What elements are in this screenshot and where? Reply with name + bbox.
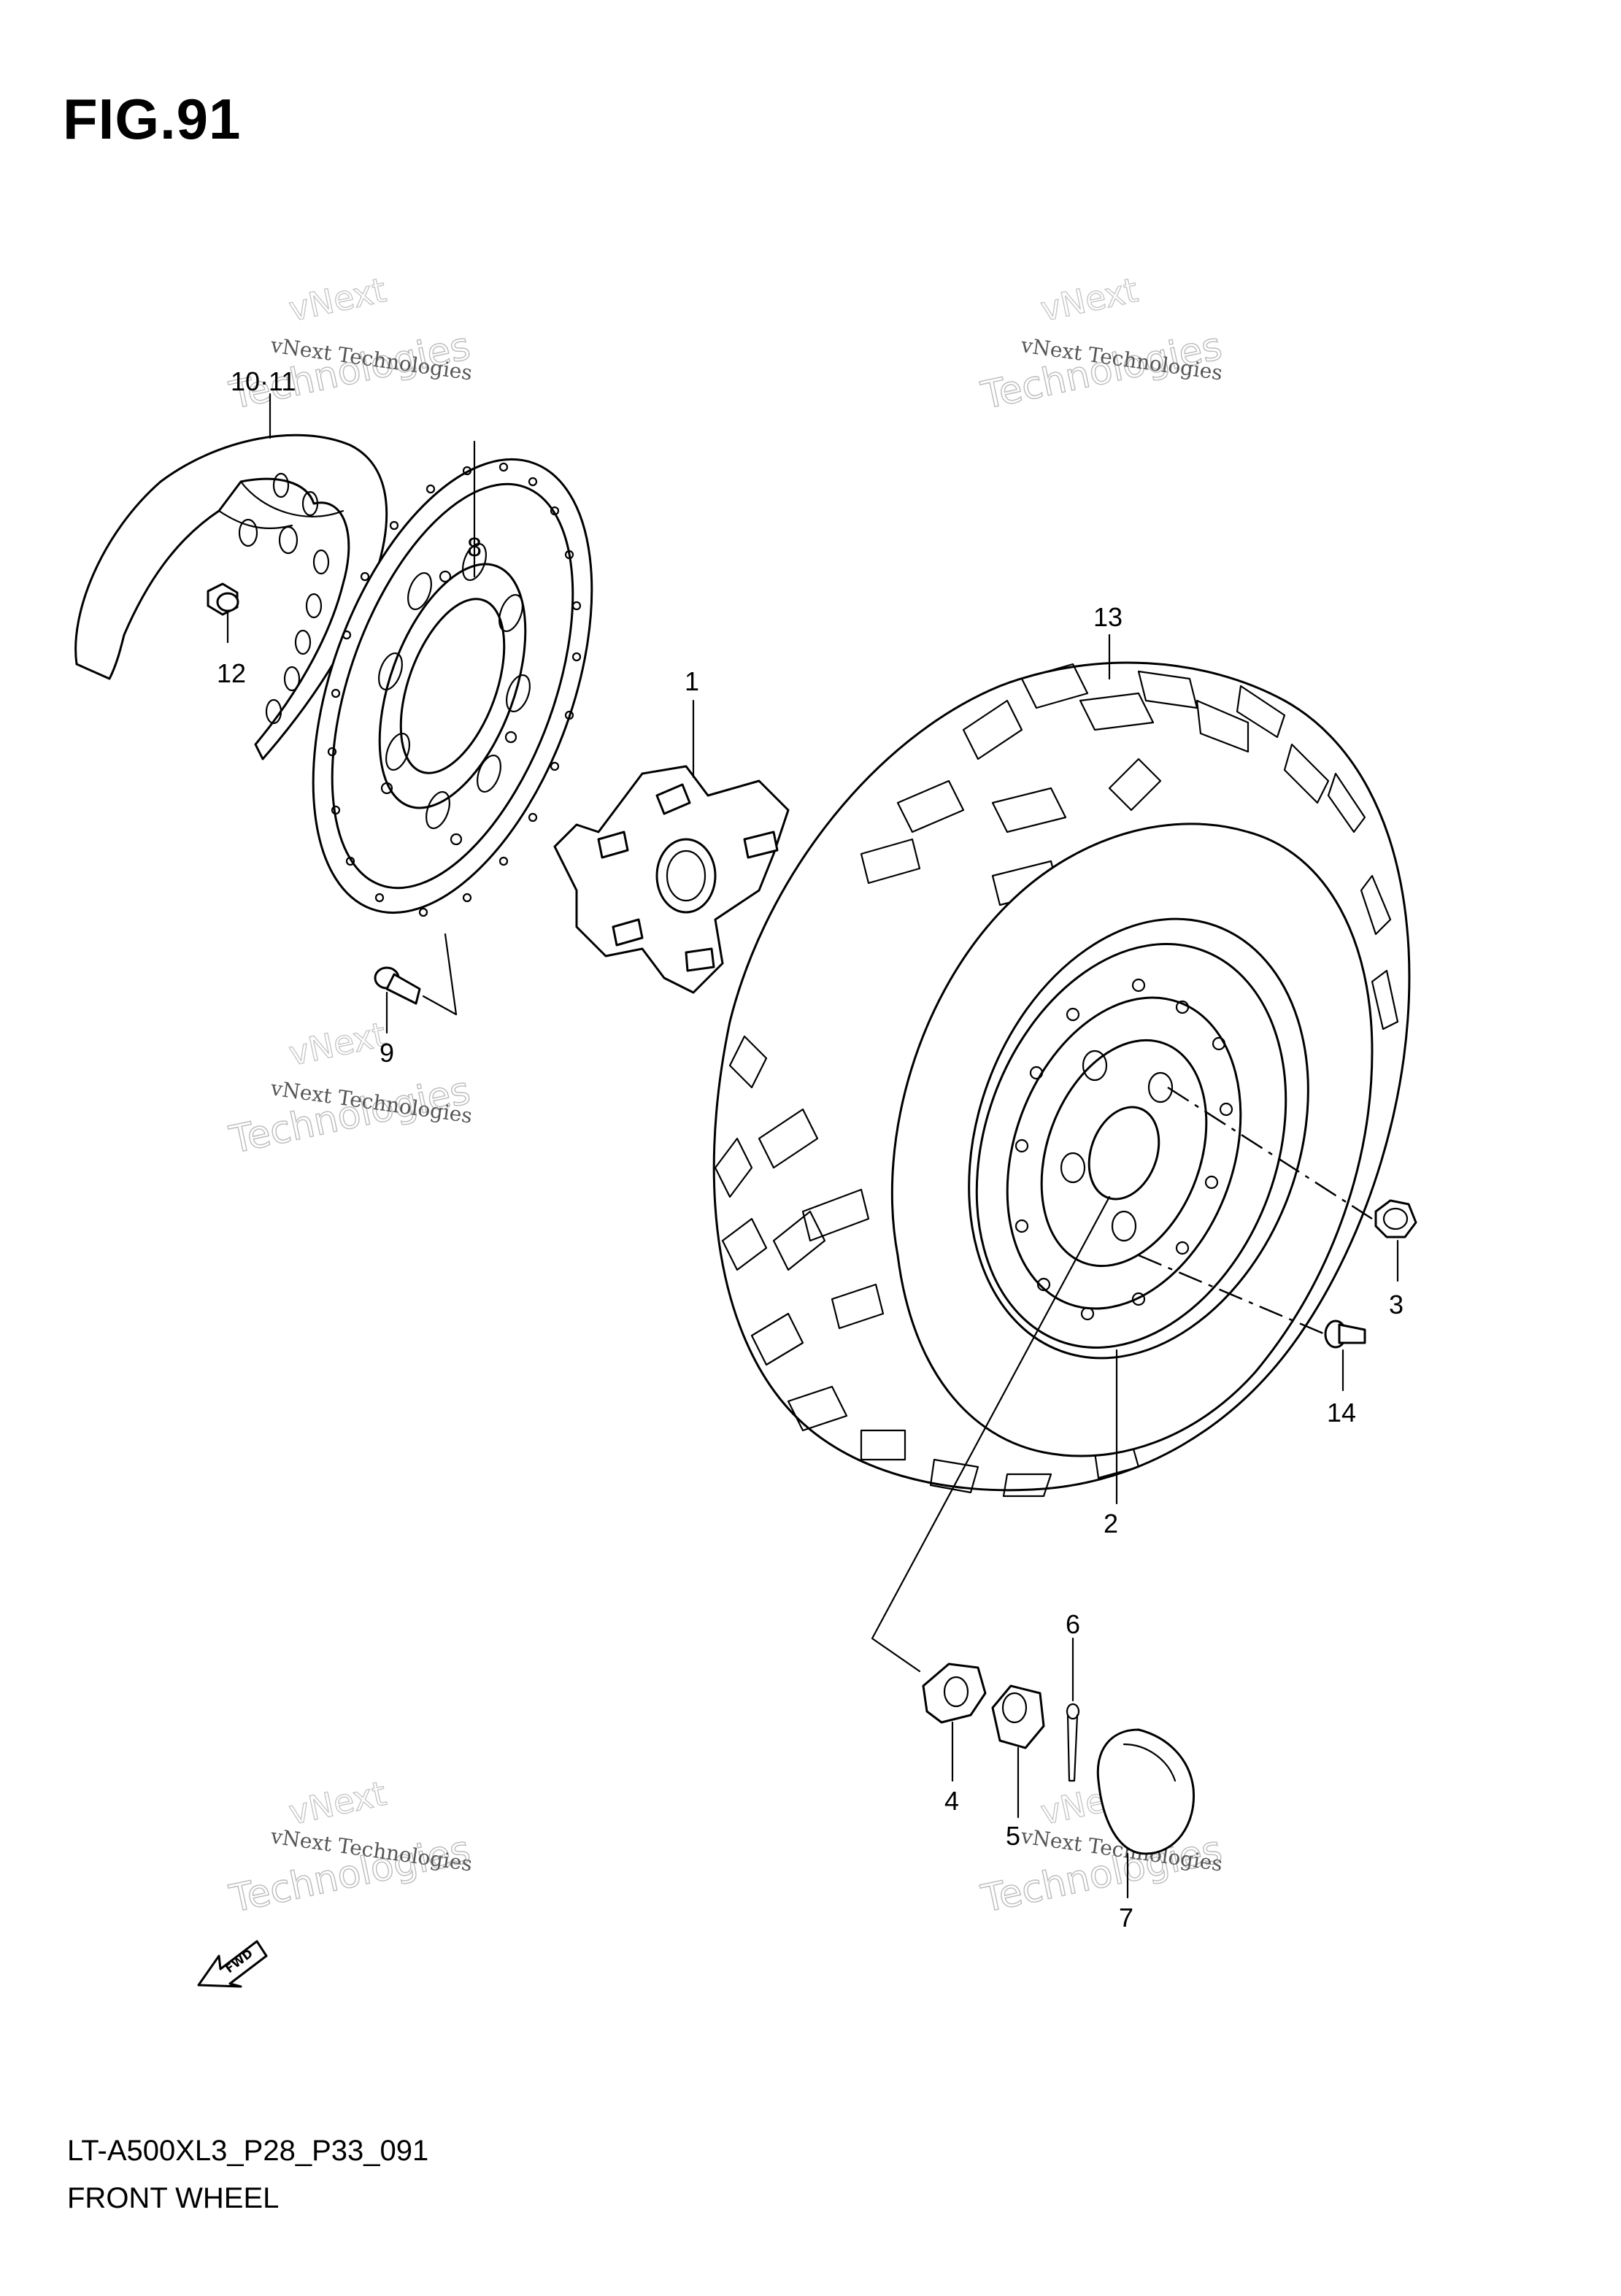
part-lug-nut-illustration — [1374, 1199, 1417, 1282]
svg-text:vNext: vNext — [1037, 270, 1141, 329]
model-code: LT-A500XL3_P28_P33_091 — [67, 2135, 429, 2167]
callout-7: 7 — [1119, 1903, 1133, 1933]
disc-window-holes — [378, 543, 531, 846]
part-wheel-hub-illustration — [553, 699, 790, 994]
part-brake-disc-illustration — [312, 440, 593, 917]
callout-2: 2 — [1104, 1509, 1118, 1538]
figure-title: FIG.91 — [63, 87, 242, 151]
part-cover-bolt-illustration — [207, 582, 239, 644]
callout-10-11: 10·11 — [231, 366, 296, 396]
callout-9: 9 — [380, 1038, 394, 1068]
part-disc-bolt-illustration — [374, 933, 458, 1034]
leader-washer — [871, 1195, 1111, 1673]
part-castle-nut-illustration — [991, 1684, 1045, 1819]
tire-tread-lugs — [714, 663, 1399, 1498]
callout-5: 5 — [1006, 1821, 1020, 1851]
callout-3: 3 — [1389, 1290, 1404, 1320]
callout-12: 12 — [217, 658, 246, 688]
part-valve-illustration — [1324, 1320, 1366, 1392]
fwd-arrow-icon: FWD — [197, 1940, 268, 1988]
part-hub-cap-illustration — [1096, 1728, 1195, 1899]
part-disc-cover-illustration — [74, 393, 388, 760]
rim-vent-holes — [1014, 978, 1233, 1321]
watermark-top-right: vNext Technologies vNext Technologies — [977, 269, 1227, 418]
rim-lug-holes — [1060, 1049, 1174, 1242]
assembly-name: FRONT WHEEL — [67, 2182, 280, 2214]
callout-4: 4 — [944, 1786, 959, 1816]
watermark-mid-left: vNext Technologies vNext Technologies — [226, 1014, 475, 1163]
cover-vent-slots — [238, 472, 330, 725]
svg-text:vNext: vNext — [285, 1773, 390, 1833]
leader-lug-nut — [1167, 1086, 1373, 1220]
leader-valve — [1138, 1254, 1329, 1337]
part-washer-illustration — [922, 1663, 987, 1782]
part-rim-illustration — [890, 823, 1374, 1505]
watermark-bottom-left: vNext Technologies vNext Technologies — [226, 1773, 475, 1922]
hub-studs — [597, 783, 779, 972]
disc-drill-holes — [327, 462, 582, 917]
callout-1: 1 — [685, 666, 699, 696]
callout-14: 14 — [1327, 1398, 1356, 1428]
callout-13: 13 — [1093, 602, 1123, 632]
callout-6: 6 — [1066, 1609, 1080, 1639]
svg-text:vNext: vNext — [285, 1014, 390, 1074]
callout-8: 8 — [467, 532, 482, 562]
svg-text:vNext: vNext — [285, 270, 390, 329]
part-cotter-pin-illustration — [1066, 1637, 1080, 1782]
